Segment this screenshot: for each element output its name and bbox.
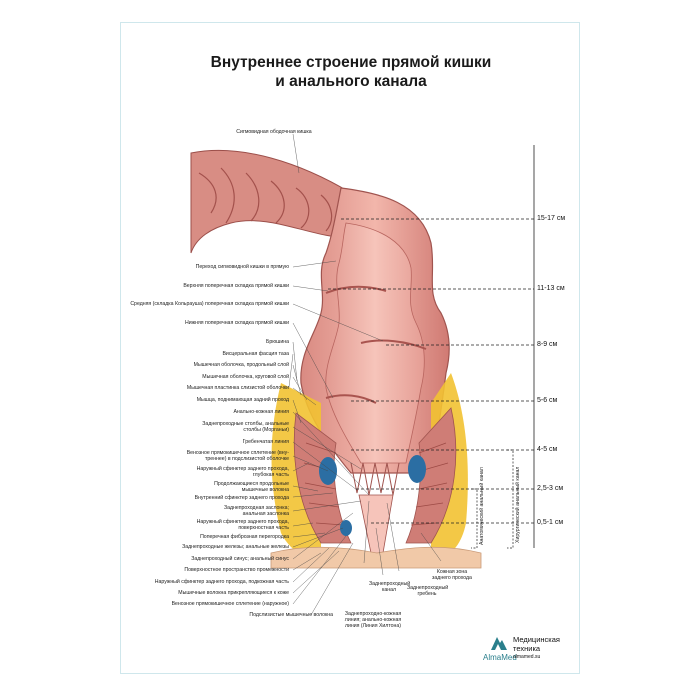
anal-canal bbox=[358, 494, 394, 554]
perineum-skin bbox=[270, 546, 482, 569]
left-external-plexus bbox=[340, 520, 352, 536]
label-hilton-line3: линия (Линия Хилтона) bbox=[344, 623, 402, 629]
poster: Внутреннее строение прямой кишки и аналь… bbox=[120, 22, 580, 674]
anal-columns bbox=[350, 462, 400, 496]
brand-line1: Медицинская bbox=[513, 635, 560, 644]
label-pelvic-fascia: Висцеральная фасция таза bbox=[222, 351, 289, 357]
label-external-plexus: Венозное прямокишечное сплетение (наружн… bbox=[171, 601, 289, 607]
label-hilton-line2: линия; анально-кожная bbox=[344, 617, 402, 623]
label-anal-valve-2: анальная заслонка bbox=[242, 511, 289, 517]
label-anal-canal-line2: канал bbox=[381, 587, 397, 593]
label-ext-sphincter-superficial-2: поверхностная часть bbox=[238, 525, 289, 531]
label-ext-sphincter-deep-2: глубокая часть bbox=[252, 472, 289, 478]
label-anal-crest-line2: гребень bbox=[417, 591, 437, 597]
label-muscularis-mucosae: Мышечная пластинка слизистой оболочки bbox=[186, 385, 289, 391]
label-hilton-line: Заднепроходно-кожная линия; анально-кожн… bbox=[343, 611, 403, 629]
sigmoid-colon-folds bbox=[198, 167, 333, 232]
distance-5-6: 5-6 см bbox=[537, 397, 558, 404]
page-title: Внутреннее строение прямой кишки и аналь… bbox=[121, 53, 581, 91]
label-skin-zone: Кожная зона заднего прохода bbox=[430, 569, 474, 581]
label-skin-zone-line2: заднего прохода bbox=[432, 575, 472, 581]
distance-2-5-3: 2,5-3 см bbox=[537, 485, 564, 492]
label-upper-fold: Верхняя поперечная складка прямой кишки bbox=[183, 283, 289, 289]
distance-15-17: 15-17 см bbox=[537, 215, 566, 222]
label-surgical-anal-canal: Хирургический анальный канал bbox=[515, 466, 521, 543]
title-line-1: Внутреннее строение прямой кишки bbox=[210, 54, 492, 71]
label-longitudinal-muscle: Мышечная оболочка, продольный слой bbox=[193, 362, 289, 368]
label-anal-crest: Заднепроходный гребень bbox=[407, 585, 449, 597]
label-submucosal-fibers: Подслизистые мышечные волокна bbox=[249, 612, 333, 618]
label-skin-zone-line1: Кожная зона bbox=[436, 569, 468, 575]
rectum-illustration bbox=[190, 133, 535, 616]
brand-name: AlmaMed bbox=[483, 653, 517, 662]
label-perineal-space: Поверхностное пространство промежности bbox=[184, 567, 289, 573]
left-leader-lines bbox=[288, 133, 384, 616]
label-anocutaneous-line: Анально-кожная линия bbox=[233, 409, 289, 415]
almamed-logo-icon bbox=[491, 637, 507, 650]
label-lower-fold: Нижняя поперечная складка прямой кишки bbox=[184, 320, 289, 326]
title-line-2: и анального канала bbox=[275, 73, 427, 90]
label-internal-plexus-1: Венозное прямокишечное сплетение (вну- bbox=[186, 450, 289, 456]
label-ext-sphincter-superficial-1: Наружный сфинктер заднего прохода, bbox=[196, 519, 289, 525]
label-hilton-line1: Заднепроходно-кожная bbox=[344, 611, 402, 617]
distance-11-13: 11-13 см bbox=[537, 285, 565, 292]
distance-0-5-1: 0,5-1 см bbox=[537, 519, 564, 526]
rectum-lumen bbox=[325, 222, 425, 464]
label-anal-columns-2: столбы (Морганьи) bbox=[243, 427, 289, 433]
label-anal-valve-1: Заднепроходная заслонка; bbox=[223, 505, 289, 511]
label-anal-glands: Заднепроходные железы; анальные железы bbox=[182, 544, 289, 550]
label-anatomic-anal-canal: Анатомический анальный канал bbox=[479, 467, 485, 545]
upper-transverse-fold bbox=[325, 285, 387, 294]
label-ext-sphincter-subcutaneous: Наружный сфинктер заднего прохода, подко… bbox=[154, 579, 289, 585]
label-peritoneum: Брюшина bbox=[266, 339, 289, 345]
middle-transverse-fold bbox=[360, 339, 427, 350]
label-circular-muscle: Мышечная оболочка, круговой слой bbox=[202, 374, 289, 380]
label-longitudinal-fibers-1: Продолжающиеся продольные bbox=[214, 481, 289, 487]
surgical-canal-bracket bbox=[507, 449, 514, 549]
label-anal-columns-1: Заднепроходные столбы, анальные bbox=[202, 421, 289, 427]
label-sigmoid-colon: Сигмовидная ободочная кишка bbox=[236, 129, 312, 135]
label-skin-fibers: Мышечные волокна прикрепляющиеся к коже bbox=[178, 590, 289, 596]
label-levator-ani: Мышца, поднимающая задний проход bbox=[196, 397, 289, 403]
brand-line2: техника bbox=[513, 644, 541, 653]
label-anal-sinus: Заднепроходный синус; анальный синус bbox=[191, 556, 289, 562]
bottom-leader-lines bbox=[363, 500, 442, 576]
right-venous-plexus bbox=[408, 455, 426, 483]
label-anal-canal: Заднепроходный канал bbox=[369, 581, 411, 593]
label-ext-sphincter-deep-1: Наружный сфинктер заднего прохода, bbox=[196, 466, 289, 472]
distance-8-9: 8-9 см bbox=[537, 341, 558, 348]
label-middle-fold: Средняя (складка Кольрауша) поперечная с… bbox=[130, 301, 289, 307]
label-anal-crest-line1: Заднепроходный bbox=[407, 585, 449, 591]
label-internal-plexus-2: треннее) в подслизистой оболочке bbox=[205, 456, 289, 462]
label-longitudinal-fibers-2: мышечные волокна bbox=[241, 487, 289, 493]
distance-lines bbox=[328, 218, 534, 524]
brand-site: almamed.su bbox=[513, 654, 541, 660]
anatomic-canal-bracket bbox=[471, 488, 478, 549]
label-anal-canal-line1: Заднепроходный bbox=[369, 581, 411, 587]
distance-4-5: 4-5 см bbox=[537, 446, 558, 453]
label-internal-sphincter: Внутренний сфинктер заднего прохода bbox=[194, 495, 289, 501]
label-pectinate-line: Гребенчатая линия bbox=[242, 439, 289, 445]
label-rectosigmoid-junction: Переход сигмовидной кишки в прямую bbox=[195, 264, 289, 270]
label-fibrous-septum: Поперечная фиброзная перегородка bbox=[200, 534, 289, 540]
